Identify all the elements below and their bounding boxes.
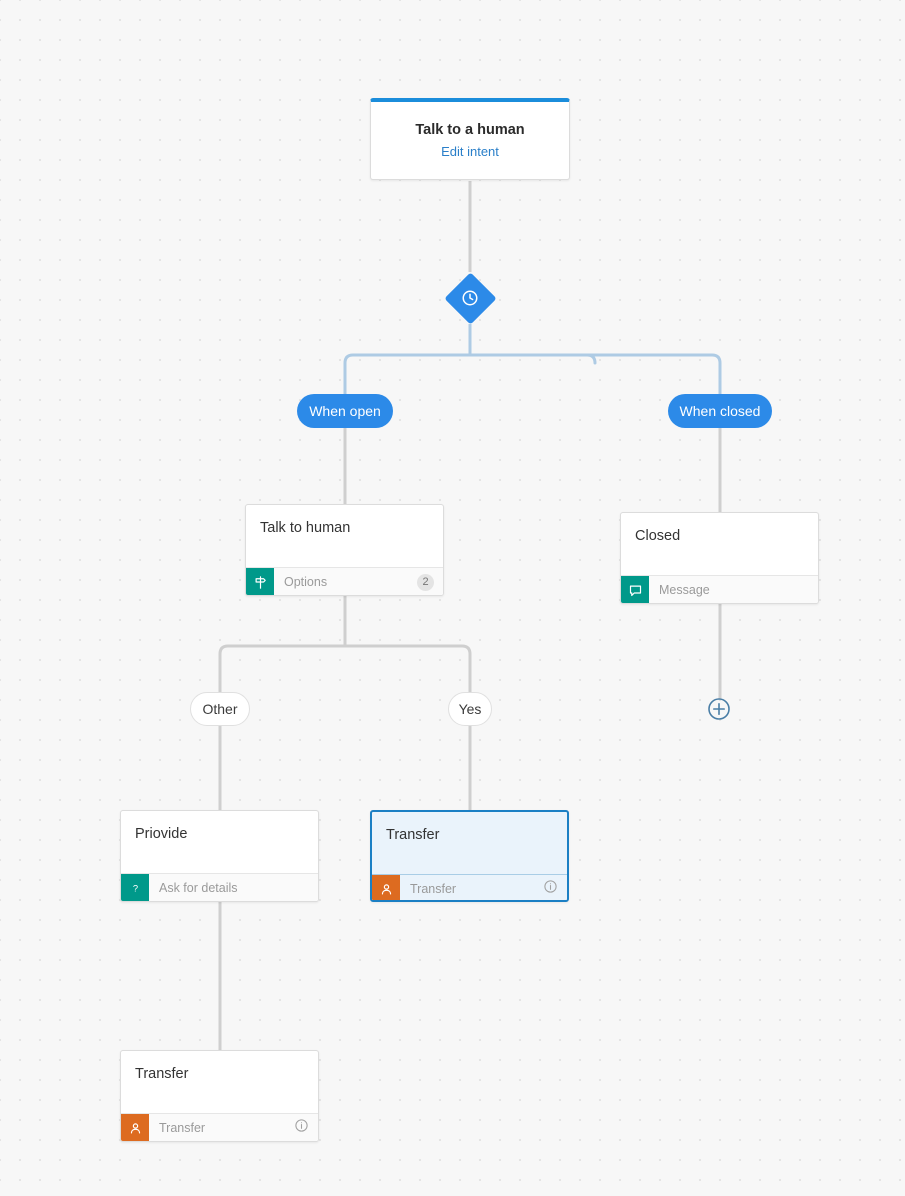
node-body: Transfer bbox=[372, 812, 567, 874]
node-closed[interactable]: Closed Message bbox=[620, 512, 819, 604]
node-title: Transfer bbox=[386, 827, 440, 843]
node-body: Talk to human bbox=[246, 505, 443, 567]
branch-pill-yes[interactable]: Yes bbox=[448, 692, 492, 726]
node-action-label: Transfer bbox=[159, 1121, 206, 1135]
plus-circle-icon bbox=[707, 697, 731, 726]
node-action-label: Transfer bbox=[410, 882, 457, 896]
node-action-row[interactable]: Transfer bbox=[121, 1113, 318, 1141]
person-icon bbox=[372, 875, 400, 900]
node-priovide[interactable]: Priovide ? Ask for details bbox=[120, 810, 319, 902]
node-title: Priovide bbox=[135, 826, 188, 842]
options-count-badge: 2 bbox=[417, 573, 434, 591]
signpost-icon bbox=[246, 568, 274, 595]
node-title: Closed bbox=[635, 528, 681, 544]
node-title: Transfer bbox=[135, 1066, 189, 1082]
node-body: Closed bbox=[621, 513, 818, 575]
node-action-row[interactable]: Message bbox=[621, 575, 818, 603]
node-action-trailing[interactable] bbox=[294, 1118, 318, 1138]
intent-node[interactable]: Talk to a human Edit intent bbox=[370, 98, 570, 180]
info-icon[interactable] bbox=[294, 1118, 309, 1138]
node-talk-to-human[interactable]: Talk to human Options 2 bbox=[245, 504, 444, 596]
node-action-label: Ask for details bbox=[159, 881, 238, 895]
node-transfer[interactable]: Transfer Transfer bbox=[120, 1050, 319, 1142]
question-mark-icon: ? bbox=[121, 874, 149, 901]
node-action-row[interactable]: ? Ask for details bbox=[121, 873, 318, 901]
chat-bubble-icon bbox=[621, 576, 649, 603]
node-action-trailing: 2 bbox=[417, 573, 443, 591]
person-icon bbox=[121, 1114, 149, 1141]
node-body: Transfer bbox=[121, 1051, 318, 1113]
intent-title: Talk to a human bbox=[415, 122, 525, 138]
node-action-row[interactable]: Transfer bbox=[372, 874, 567, 900]
delay-node[interactable] bbox=[443, 271, 497, 325]
add-step-button[interactable] bbox=[707, 697, 731, 726]
node-action-trailing[interactable] bbox=[543, 879, 567, 899]
branch-pill-when-open[interactable]: When open bbox=[297, 394, 393, 428]
node-title: Talk to human bbox=[260, 520, 351, 536]
node-body: Priovide bbox=[121, 811, 318, 873]
branch-pill-other[interactable]: Other bbox=[190, 692, 250, 726]
edit-intent-link[interactable]: Edit intent bbox=[441, 144, 499, 159]
node-transfer-selected[interactable]: Transfer Transfer bbox=[370, 810, 569, 902]
info-icon[interactable] bbox=[543, 879, 558, 899]
node-action-row[interactable]: Options 2 bbox=[246, 567, 443, 595]
clock-icon bbox=[461, 289, 479, 307]
svg-text:?: ? bbox=[132, 883, 137, 893]
branch-pill-when-closed[interactable]: When closed bbox=[668, 394, 772, 428]
node-action-label: Options bbox=[284, 575, 328, 589]
node-action-label: Message bbox=[659, 583, 710, 597]
